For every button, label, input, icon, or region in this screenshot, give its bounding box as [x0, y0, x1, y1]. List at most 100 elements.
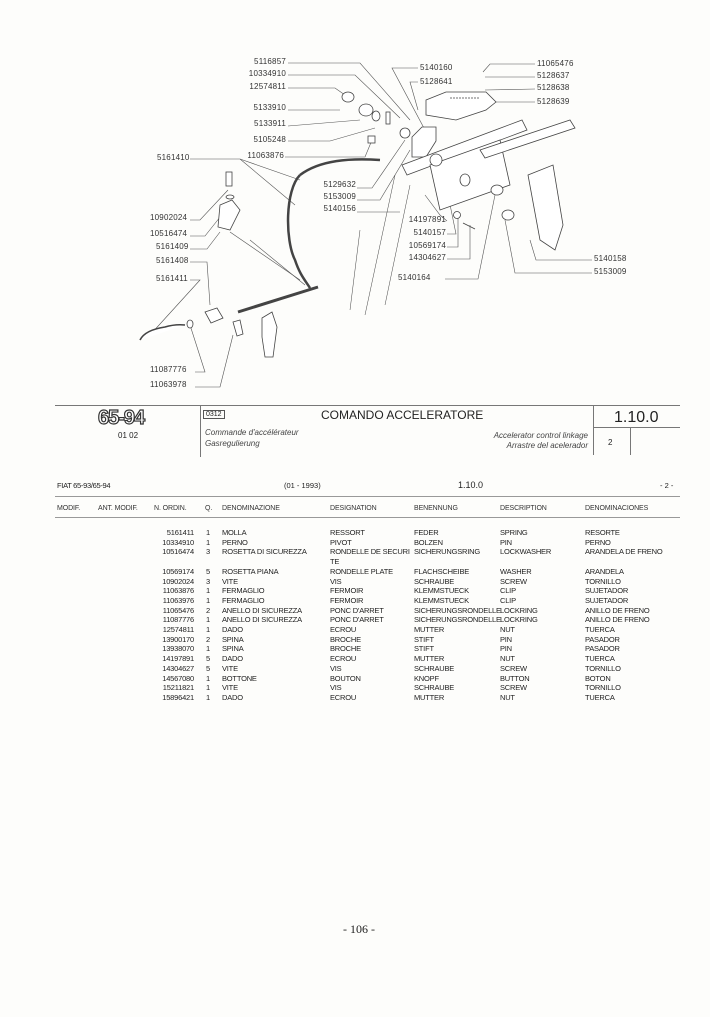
quantity: 1 — [206, 644, 210, 654]
part-label: 14304627 — [408, 253, 446, 262]
sheet-number: 2 — [608, 438, 613, 447]
part-label: 5133910 — [253, 103, 286, 112]
part-label: 5161410 — [157, 153, 190, 162]
name-english: PIN — [500, 644, 512, 654]
part-label: 5161409 — [156, 242, 189, 251]
subtitle-es: Arrastre del acelerador — [506, 441, 588, 450]
part-number: 11087776 — [162, 615, 194, 625]
quantity: 1 — [206, 595, 210, 605]
part-label: 5140164 — [398, 273, 431, 282]
part-label: 11087776 — [150, 365, 187, 374]
name-french: RESSORT — [330, 528, 365, 537]
name-spanish: RESORTE — [585, 528, 620, 537]
name-french: FERMOIR — [330, 586, 364, 596]
name-italian: ANELLO DI SICUREZZA — [222, 605, 302, 615]
name-english: SCREW — [500, 663, 527, 673]
name-german: SICHERUNGSRONDELLE — [414, 615, 501, 625]
part-label: 12574811 — [249, 82, 286, 91]
column-header: DENOMINAZIONE — [222, 505, 280, 512]
name-italian: SPINA — [222, 644, 244, 654]
name-italian: DADO — [222, 654, 243, 664]
quantity: 1 — [206, 683, 210, 693]
name-italian: DADO — [222, 692, 243, 702]
part-number: 15211821 — [162, 683, 194, 693]
name-german: MUTTER — [414, 654, 445, 664]
page-number: - 106 - — [343, 922, 375, 936]
name-italian: SPINA — [222, 634, 244, 644]
name-german: BOLZEN — [414, 537, 443, 547]
column-header: ANT. MODIF. — [98, 505, 138, 512]
part-label: 5105248 — [253, 135, 286, 144]
name-spanish: PERNO — [585, 537, 611, 547]
name-german: MUTTER — [414, 625, 445, 634]
name-spanish: ARANDELA — [585, 566, 624, 576]
name-italian: ROSETTA DI SICUREZZA — [222, 547, 307, 557]
part-label: 10569174 — [408, 241, 446, 250]
name-german: KNOPF — [414, 673, 439, 683]
name-french: VIS — [330, 663, 342, 673]
part-label: 5128637 — [537, 71, 570, 80]
part-number: 14567080 — [162, 673, 194, 683]
subtitle-en: Accelerator control linkage — [493, 431, 588, 440]
divider — [593, 427, 680, 428]
quantity: 2 — [206, 605, 210, 615]
name-italian: PERNO — [222, 537, 248, 547]
group-code: 0312 — [203, 410, 225, 419]
name-french: VIS — [330, 576, 342, 586]
divider — [55, 496, 680, 497]
name-italian: VITE — [222, 683, 238, 693]
divider — [593, 405, 594, 455]
name-french: PONC D'ARRET — [330, 615, 384, 625]
name-german: SICHERUNGSRONDELLE — [414, 605, 501, 615]
date-range: (01 - 1993) — [284, 481, 321, 490]
name-spanish: ARANDELA DE FRENO — [585, 547, 663, 557]
part-label: 14197891 — [408, 215, 446, 224]
name-spanish: PASADOR — [585, 634, 620, 644]
name-spanish: TUERCA — [585, 625, 615, 634]
subtitle-fr: Commande d'accélérateur — [205, 428, 299, 437]
quantity: 1 — [206, 692, 210, 702]
date-code: 01 02 — [118, 431, 139, 440]
part-number: 13938070 — [162, 644, 194, 654]
model-logo: 65-94 — [97, 406, 145, 429]
name-german: STIFT — [414, 644, 434, 654]
name-french: VIS — [330, 683, 342, 693]
name-spanish: SUJETADOR — [585, 595, 629, 605]
name-english: NUT — [500, 625, 515, 634]
name-italian: MOLLA — [222, 528, 247, 537]
part-number: 11063976 — [162, 595, 194, 605]
part-label: 5153009 — [594, 267, 627, 276]
parts — [139, 91, 576, 358]
name-italian: ROSETTA PIANA — [222, 566, 279, 576]
name-german: MUTTER — [414, 692, 445, 702]
column-header: Q. — [205, 505, 213, 512]
name-french: ECROU — [330, 625, 357, 634]
name-spanish: ANILLO DE FRENO — [585, 605, 650, 615]
quantity: 5 — [206, 663, 210, 673]
name-german: SCHRAUBE — [414, 576, 455, 586]
quantity: 1 — [206, 537, 210, 547]
name-english: NUT — [500, 654, 515, 664]
part-number: 10902024 — [162, 576, 194, 586]
quantity: 3 — [206, 547, 210, 557]
table-section: 1.10.0 — [458, 480, 484, 490]
part-label: 5161408 — [156, 256, 189, 265]
part-number: 10516474 — [162, 547, 194, 557]
part-label: 5140156 — [323, 204, 356, 213]
name-spanish: SUJETADOR — [585, 586, 629, 596]
column-header: N. ORDIN. — [154, 505, 187, 512]
name-english: LOCKRING — [500, 605, 538, 615]
part-label: 5161411 — [156, 274, 188, 283]
name-german: KLEMMSTUECK — [414, 595, 469, 605]
part-label: 11063876 — [247, 151, 284, 160]
name-french: RONDELLE DE SECURI — [330, 547, 410, 557]
part-number: 12574811 — [162, 625, 194, 634]
